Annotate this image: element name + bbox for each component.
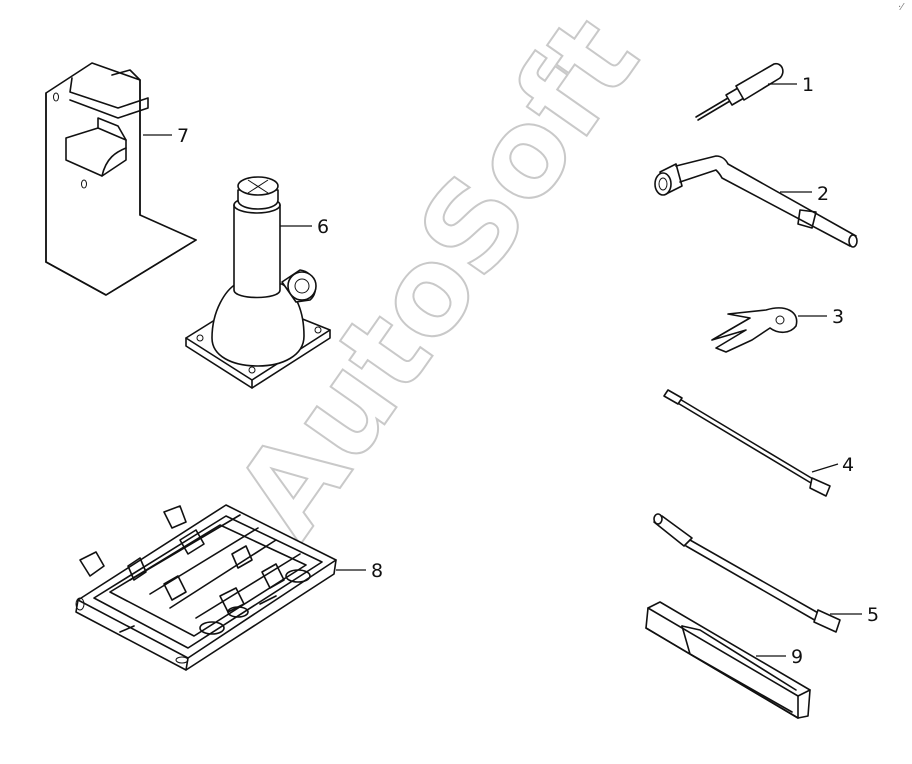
part-4-extension-rod (663, 389, 831, 497)
callout-3: 3 (832, 306, 844, 328)
corner-mark: ·⁄ (898, 2, 905, 13)
part-2-wheel-wrench (654, 155, 858, 248)
part-1-screwdriver (695, 62, 784, 121)
part-6-bottle-jack (185, 176, 331, 389)
callout-6: 6 (317, 216, 329, 238)
part-9-tool-pouch (645, 601, 811, 719)
part-3-hub-cap-puller (711, 307, 798, 353)
callout-1: 1 (802, 74, 814, 96)
callout-9: 9 (791, 646, 803, 668)
callout-5: 5 (867, 604, 879, 626)
callout-4: 4 (842, 454, 854, 476)
callout-7: 7 (177, 125, 189, 147)
callout-8: 8 (371, 560, 383, 582)
part-7-jack-bracket (45, 62, 197, 296)
callout-2: 2 (817, 183, 829, 205)
part-8-tool-tray (75, 504, 337, 671)
part-5-socket-bar (653, 513, 841, 633)
